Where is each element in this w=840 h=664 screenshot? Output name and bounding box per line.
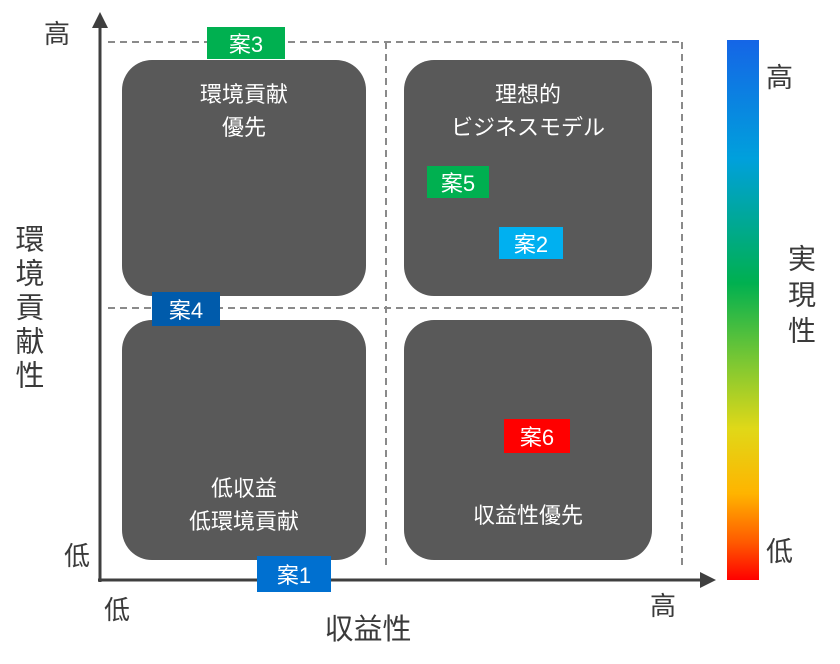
x-axis-title: 収益性 bbox=[324, 614, 412, 646]
quadrant-label-line: 低収益 bbox=[210, 476, 277, 501]
feasibility-gradient-bar bbox=[727, 40, 759, 580]
item-tag-an4: 案4 bbox=[152, 292, 220, 326]
y-axis-high-label: 高 bbox=[44, 19, 71, 49]
item-tag-label: 案2 bbox=[513, 232, 549, 257]
item-tag-an6: 案6 bbox=[504, 419, 570, 453]
y-axis-low-label: 低 bbox=[64, 541, 91, 571]
legend-title: 実現性 bbox=[785, 244, 816, 352]
quadrant-label-line: 収益性優先 bbox=[472, 503, 583, 528]
item-tag-an2: 案2 bbox=[499, 227, 563, 259]
quadrant-top-left: 環境貢献 優先 bbox=[122, 60, 366, 296]
item-tag-an3: 案3 bbox=[207, 27, 285, 59]
y-axis-arrow-icon bbox=[92, 12, 108, 28]
x-axis-arrow-icon bbox=[700, 572, 716, 588]
item-tag-label: 案3 bbox=[228, 32, 264, 57]
item-tag-an5: 案5 bbox=[427, 166, 489, 198]
legend-high-label: 高 bbox=[766, 63, 793, 93]
quadrant-label-line: 理想的 bbox=[494, 82, 561, 107]
item-tag-label: 案5 bbox=[440, 171, 476, 196]
y-axis-title: 環境貢献性 bbox=[11, 224, 43, 394]
item-tag-an1: 案1 bbox=[257, 556, 331, 592]
x-axis-low-label: 低 bbox=[104, 595, 131, 625]
quadrant-label-line: ビジネスモデル bbox=[450, 115, 605, 140]
x-axis-high-label: 高 bbox=[650, 591, 677, 621]
item-tag-label: 案4 bbox=[168, 298, 204, 323]
quadrant-label-line: 環境貢献 bbox=[199, 82, 288, 107]
quadrant-label-line: 優先 bbox=[221, 115, 266, 140]
quadrant-bottom-left: 低収益 低環境貢献 bbox=[122, 320, 366, 560]
legend-low-label: 低 bbox=[766, 537, 793, 567]
item-tag-label: 案6 bbox=[519, 425, 555, 450]
item-tag-label: 案1 bbox=[276, 563, 312, 588]
quadrant-label-line: 低環境貢献 bbox=[188, 509, 299, 534]
